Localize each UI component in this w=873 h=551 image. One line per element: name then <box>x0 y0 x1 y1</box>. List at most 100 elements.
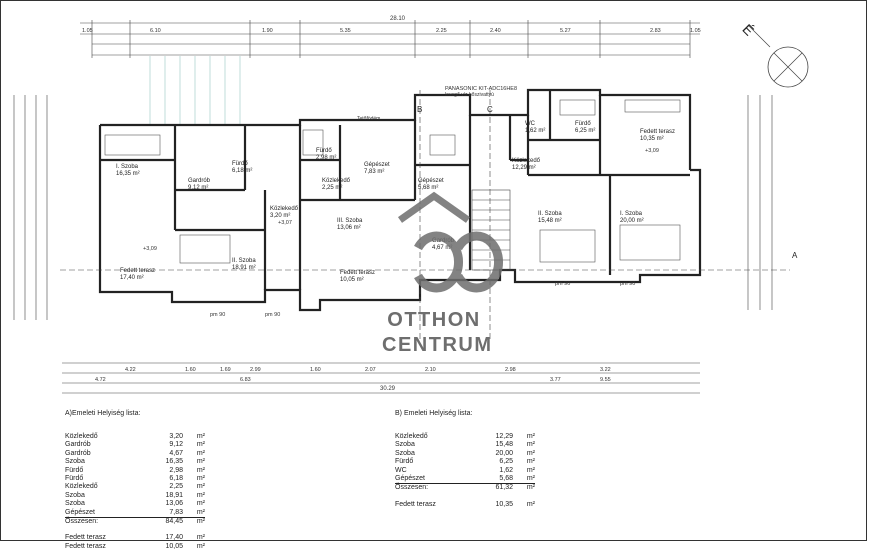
room-list-a-title: A)Emeleti Helyiség lista: <box>65 410 141 417</box>
room-area: 17,40 m² <box>120 275 144 281</box>
bottom-dim-label: 1.60 <box>310 367 321 373</box>
room-list-b-title: B) Emeleti Helyiség lista: <box>395 410 473 417</box>
room-area: 12,29 m² <box>512 165 536 171</box>
room-name: Közlekedő <box>322 178 351 184</box>
bottom-dim-label: 4.72 <box>95 377 106 383</box>
room-name: III. Szoba <box>337 218 363 224</box>
stairs <box>471 189 511 271</box>
logo-mark-icon <box>397 191 504 293</box>
top-dim-label: 2.83 <box>650 28 661 34</box>
logo-line-2: CENTRUM <box>382 334 493 356</box>
room-name: Fürdő <box>316 148 332 154</box>
room-name: Közlekedő <box>270 206 299 212</box>
room-name: Fedett terasz <box>640 129 675 135</box>
room-area: 20,00 m² <box>620 218 644 224</box>
room-name: I. Szoba <box>620 211 643 217</box>
bottom-dim-label: 1.69 <box>220 367 231 373</box>
pm-label: pm 90 <box>620 281 635 287</box>
room-name: Közlekedő <box>512 158 541 164</box>
bottom-dim-label: 3.22 <box>600 367 611 373</box>
bottom-dim-label: 9.55 <box>600 377 611 383</box>
bottom-dim-label: 2.07 <box>365 367 376 373</box>
top-dimension-ticks <box>91 20 691 58</box>
equipment-note-1: PANASONIC KIT-ADC16HE8 <box>445 86 517 92</box>
top-dim-label: 1.90 <box>262 28 273 34</box>
room-area: 5,68 m² <box>418 185 438 191</box>
bottom-dim-label: 4.22 <box>125 367 136 373</box>
room-name: II. Szoba <box>538 211 562 217</box>
bottom-dim-label: 6.83 <box>240 377 251 383</box>
roof-slab-label: Tetőfödém <box>357 116 380 122</box>
room-name: Fedett terasz <box>120 268 155 274</box>
top-dim-label: 6.10 <box>150 28 161 34</box>
top-total-dim: 28.10 <box>390 16 406 22</box>
room-name: Gardrób <box>188 178 211 184</box>
room-area: 15,48 m² <box>538 218 562 224</box>
side-dimension-lines <box>13 95 773 320</box>
bottom-dimension-labels-2: 4.72 6.83 3.77 9.55 <box>95 377 611 383</box>
section-b-label: B <box>417 105 422 114</box>
room-name: Gépészet <box>364 162 390 168</box>
north-arrow <box>747 24 809 88</box>
furniture <box>104 99 681 264</box>
top-dim-label: 1.05 <box>82 28 93 34</box>
pm-label: pm 90 <box>265 312 280 318</box>
room-name: Fedett terasz <box>340 270 375 276</box>
section-c-label: C <box>487 105 493 114</box>
room-area: 13,06 m² <box>337 225 361 231</box>
room-list-a-total: Összesen: 84,45 m² <box>65 517 205 525</box>
room-name: I. Szoba <box>116 164 139 170</box>
bottom-total-dim: 30.29 <box>380 386 396 392</box>
top-dimension-lines <box>80 22 700 56</box>
section-a-label: A <box>792 251 798 260</box>
bottom-dim-label: 3.77 <box>550 377 561 383</box>
room-area: 3,20 m² <box>270 213 290 219</box>
room-list-b-total: Összesen: 61,32 m² <box>395 484 535 492</box>
room-name: II. Szoba <box>232 258 256 264</box>
room-area: 4,67 m² <box>432 245 452 251</box>
level-marker: +3,09 <box>645 148 659 154</box>
bottom-dim-label: 2.99 <box>250 367 261 373</box>
top-dim-label: 2.40 <box>490 28 501 34</box>
logo-line-1: OTTHON <box>387 309 481 331</box>
room-area: 10,35 m² <box>640 136 664 142</box>
pm-label: pm 90 <box>555 281 570 287</box>
room-name: Gépészet <box>418 178 444 184</box>
bottom-dim-label: 2.98 <box>505 367 516 373</box>
room-area: 1,62 m² <box>525 128 545 134</box>
room-area: 9,12 m² <box>188 185 208 191</box>
section-lines <box>60 90 790 340</box>
room-area: 18,91 m² <box>232 265 256 271</box>
walls <box>98 88 702 312</box>
room-name: Fürdő <box>232 161 248 167</box>
level-marker: +3,07 <box>278 220 292 226</box>
top-dim-label: 5.27 <box>560 28 571 34</box>
room-area: 16,35 m² <box>116 171 140 177</box>
bottom-dimension-lines <box>62 362 700 394</box>
bottom-dim-label: 1.60 <box>185 367 196 373</box>
room-area: 6,18 m² <box>232 168 252 174</box>
